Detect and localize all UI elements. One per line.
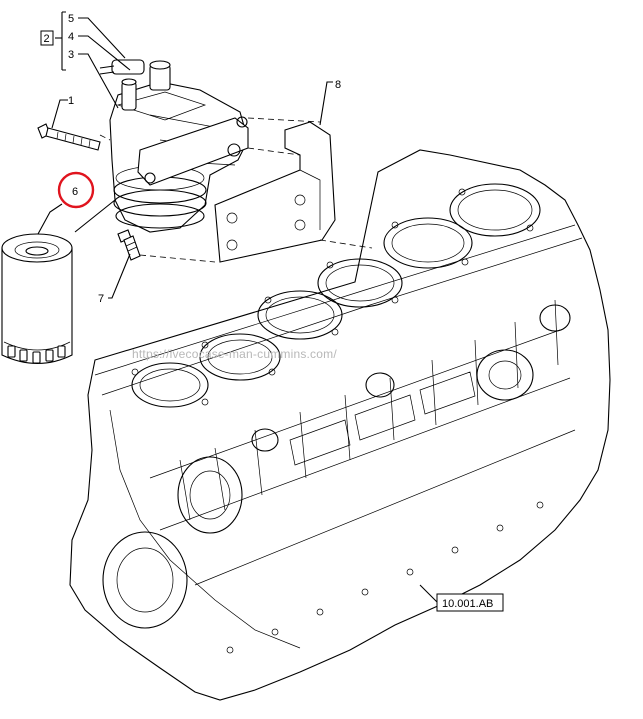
callout-2: 2 — [44, 33, 50, 45]
bolt-part — [37, 123, 101, 151]
callout-8: 8 — [335, 79, 341, 91]
leader-lines — [37, 11, 438, 603]
cylinder-bores — [131, 183, 541, 408]
callout-4: 4 — [68, 31, 74, 43]
mounting-bracket — [214, 121, 336, 263]
reference-tag: 10.001.AB — [436, 593, 504, 612]
item-2-box: 2 — [40, 30, 54, 46]
callout-7: 7 — [98, 293, 104, 305]
highlight-circle — [57, 171, 95, 209]
callout-3: 3 — [68, 49, 74, 61]
reference-label: 10.001.AB — [442, 598, 493, 610]
callout-1: 1 — [68, 95, 74, 107]
engine-block — [69, 149, 611, 701]
deck-bolt-holes — [131, 188, 534, 406]
fuel-filter-housing — [99, 59, 249, 233]
callout-5: 5 — [68, 13, 74, 25]
watermark-text: https://ivecocase-man-cummins.com/ — [132, 347, 337, 361]
stud-part — [117, 229, 141, 261]
assembly-dash-lines — [99, 117, 373, 263]
callout-6: 6 — [72, 186, 78, 198]
filter-cartridge — [1, 233, 73, 364]
